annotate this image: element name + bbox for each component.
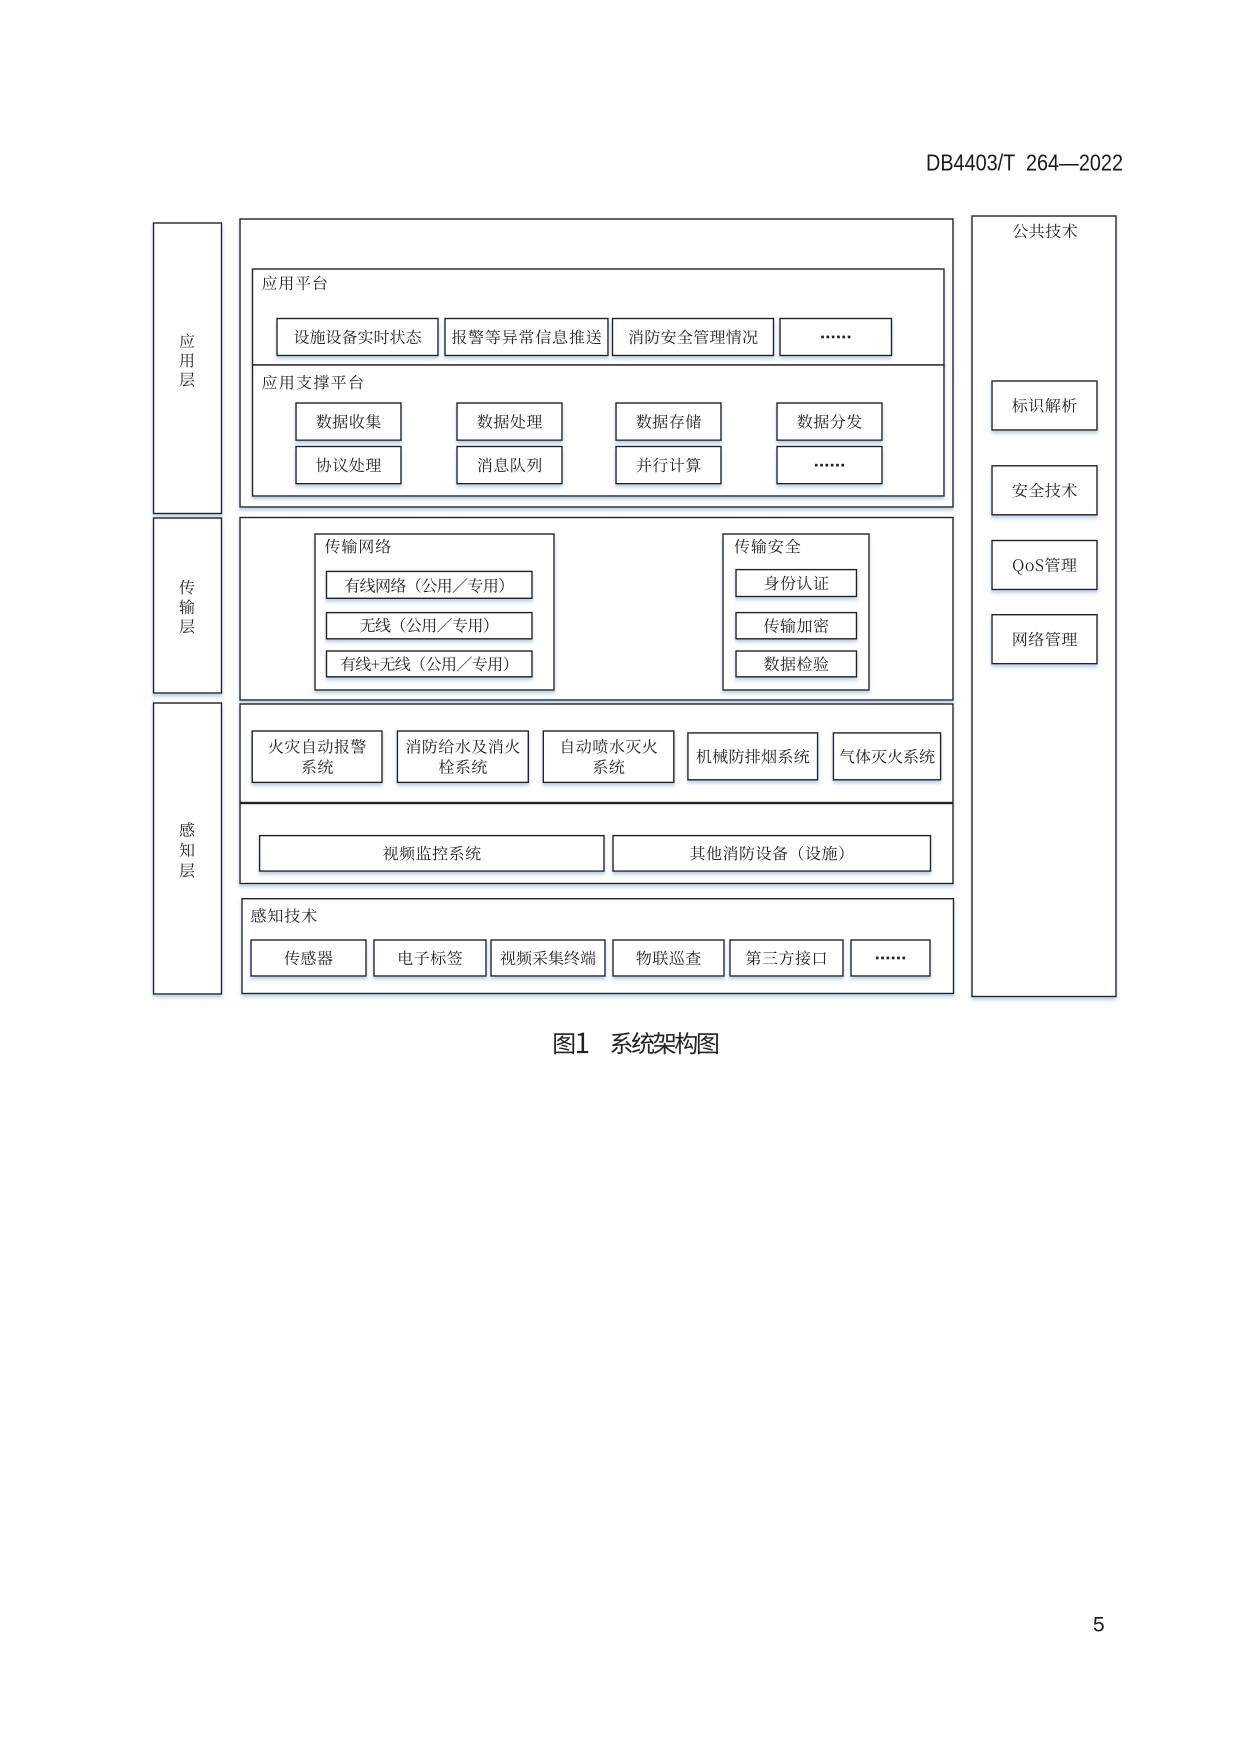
svg-text:DB4403/T 264—2022: DB4403/T 264—2022 xyxy=(926,149,1123,175)
svg-text:5: 5 xyxy=(1093,1614,1105,1637)
